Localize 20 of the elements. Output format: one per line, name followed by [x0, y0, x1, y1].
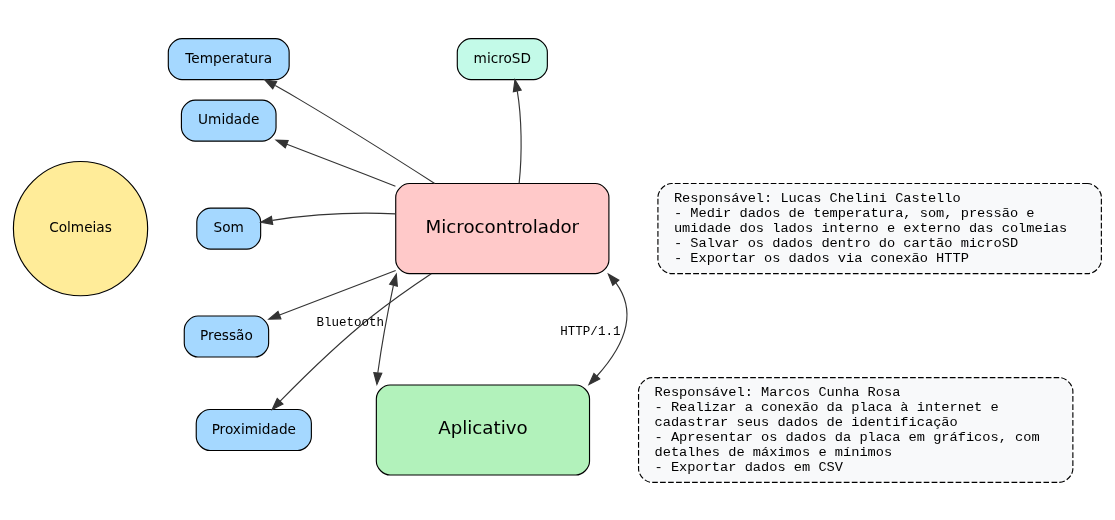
node-circle: Colmeias — [12, 160, 149, 296]
arrow — [267, 269, 397, 320]
node-box: Temperatura — [167, 37, 290, 80]
arrow — [373, 272, 398, 386]
node-box: Responsável: Lucas Chelini Castello - Medir dados de temperatura, som, pressão e umidade dos lados interno e externo das colmeias - Salvar os dados dentro do cartão microSD - Exportar os dados via conexão HTTP — [657, 182, 1102, 274]
node-box: Responsável: Marcos Cunha Rosa - Realizar a conexão da placa à internet e cadastrar seus dados de identificação - Apresentar os dados da placa em gráficos, com detalhes de máximos e mínimos - Exportar dados em CSV — [637, 376, 1074, 483]
node-box: Aplicativo — [375, 383, 591, 476]
edge-label: HTTP/1.1 — [560, 324, 621, 339]
arrow — [512, 77, 523, 184]
node-box: Pressão — [183, 314, 270, 358]
arrow — [587, 272, 628, 386]
arrow — [259, 212, 397, 225]
node-box: Som — [196, 207, 262, 250]
arrow — [263, 78, 436, 184]
node-box: Proximidade — [195, 408, 312, 451]
node-box: Microcontrolador — [395, 182, 610, 274]
arrow — [270, 272, 432, 411]
node-box: Umidade — [180, 99, 277, 142]
node-box: microSD — [456, 37, 548, 80]
arrow — [274, 138, 396, 187]
